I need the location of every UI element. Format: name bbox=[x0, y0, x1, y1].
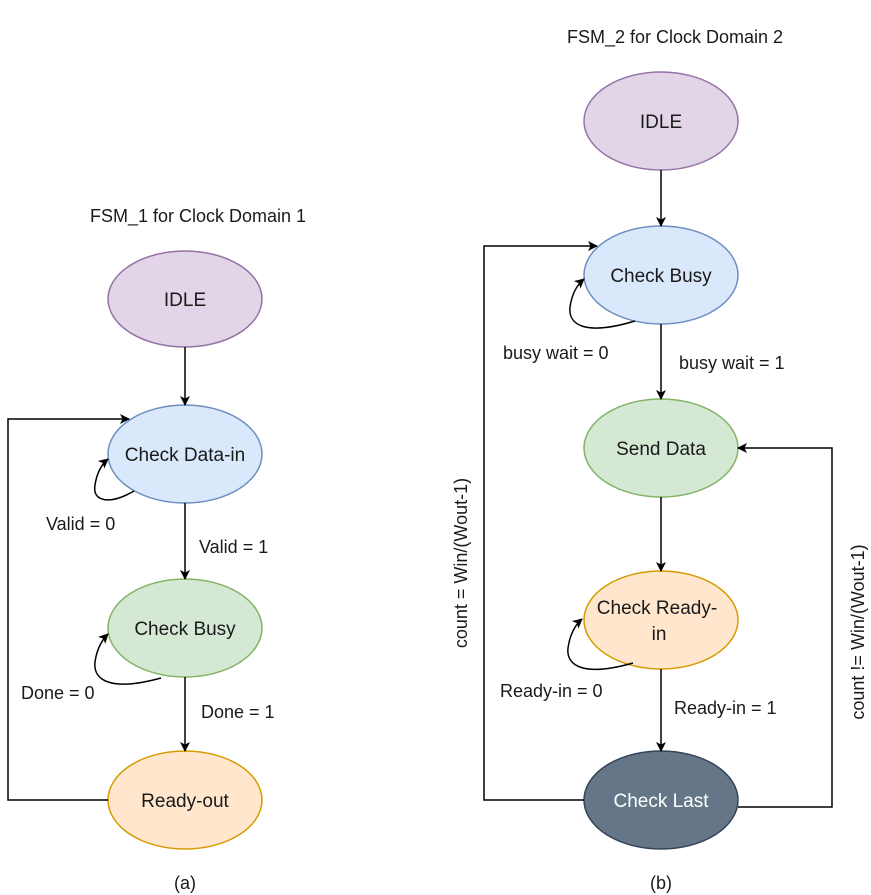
fsm2-state-check-ready-in-label-line1: Check Ready- bbox=[597, 598, 717, 619]
fsm2-state-send-data-label: Send Data bbox=[616, 439, 706, 460]
fsm1-label-done-0: Done = 0 bbox=[21, 683, 95, 703]
fsm1-label-done-1: Done = 1 bbox=[201, 702, 275, 722]
fsm1-label-valid-1: Valid = 1 bbox=[199, 537, 268, 557]
fsm1-state-check-busy: Check Busy bbox=[107, 578, 263, 678]
fsm1-state-idle: IDLE bbox=[107, 250, 263, 348]
fsm2-state-check-last-label: Check Last bbox=[613, 791, 709, 812]
fsm2-state-check-ready-in: Check Ready- in bbox=[583, 570, 739, 670]
fsm1-state-idle-label: IDLE bbox=[164, 290, 206, 311]
fsm1-title: FSM_1 for Clock Domain 1 bbox=[90, 206, 306, 227]
fsm2-state-check-busy-label: Check Busy bbox=[610, 266, 712, 287]
fsm1-self-loop-check-busy bbox=[94, 633, 162, 685]
fsm2-state-check-ready-in-label-line2: in bbox=[652, 624, 667, 645]
fsm2-arrow-check-last-to-send-data bbox=[737, 443, 833, 808]
fsm1-state-ready-out: Ready-out bbox=[107, 750, 263, 850]
fsm2-state-idle: IDLE bbox=[583, 71, 739, 171]
fsm2-state-check-last: Check Last bbox=[583, 750, 739, 850]
fsm2-title: FSM_2 for Clock Domain 2 bbox=[567, 27, 783, 48]
fsm1-arrow-ready-out-to-check-data-in bbox=[7, 414, 130, 801]
fsm2-state-idle-label: IDLE bbox=[640, 112, 682, 133]
fsm2-self-loop-check-ready-in bbox=[567, 618, 634, 671]
fsm2-label-count-eq: count = Win/(Wout-1) bbox=[451, 478, 471, 648]
fsm2-state-send-data: Send Data bbox=[583, 398, 739, 498]
fsm2-label-busy-wait-1: busy wait = 1 bbox=[679, 353, 785, 373]
fsm1-label-valid-0: Valid = 0 bbox=[46, 514, 115, 534]
fsm1-state-check-busy-label: Check Busy bbox=[134, 619, 236, 640]
fsm2-self-loop-check-busy bbox=[569, 278, 636, 329]
fsm1-state-check-data-in: Check Data-in bbox=[107, 404, 263, 504]
fsm1-state-ready-out-label: Ready-out bbox=[141, 791, 229, 812]
fsm2-label-busy-wait-0: busy wait = 0 bbox=[503, 343, 609, 363]
fsm1-state-check-data-in-label: Check Data-in bbox=[125, 445, 245, 466]
fsm1-self-loop-check-data-in bbox=[94, 458, 135, 501]
fsm2-label-ready-in-0: Ready-in = 0 bbox=[500, 681, 603, 701]
fsm2-arrow-check-last-to-check-busy bbox=[483, 241, 598, 801]
fsm2-label-count-neq: count != Win/(Wout-1) bbox=[848, 544, 868, 719]
fsm2-caption: (b) bbox=[650, 873, 672, 893]
fsm2-state-check-busy: Check Busy bbox=[583, 225, 739, 325]
fsm2-label-ready-in-1: Ready-in = 1 bbox=[674, 698, 777, 718]
fsm1-caption: (a) bbox=[174, 873, 196, 893]
